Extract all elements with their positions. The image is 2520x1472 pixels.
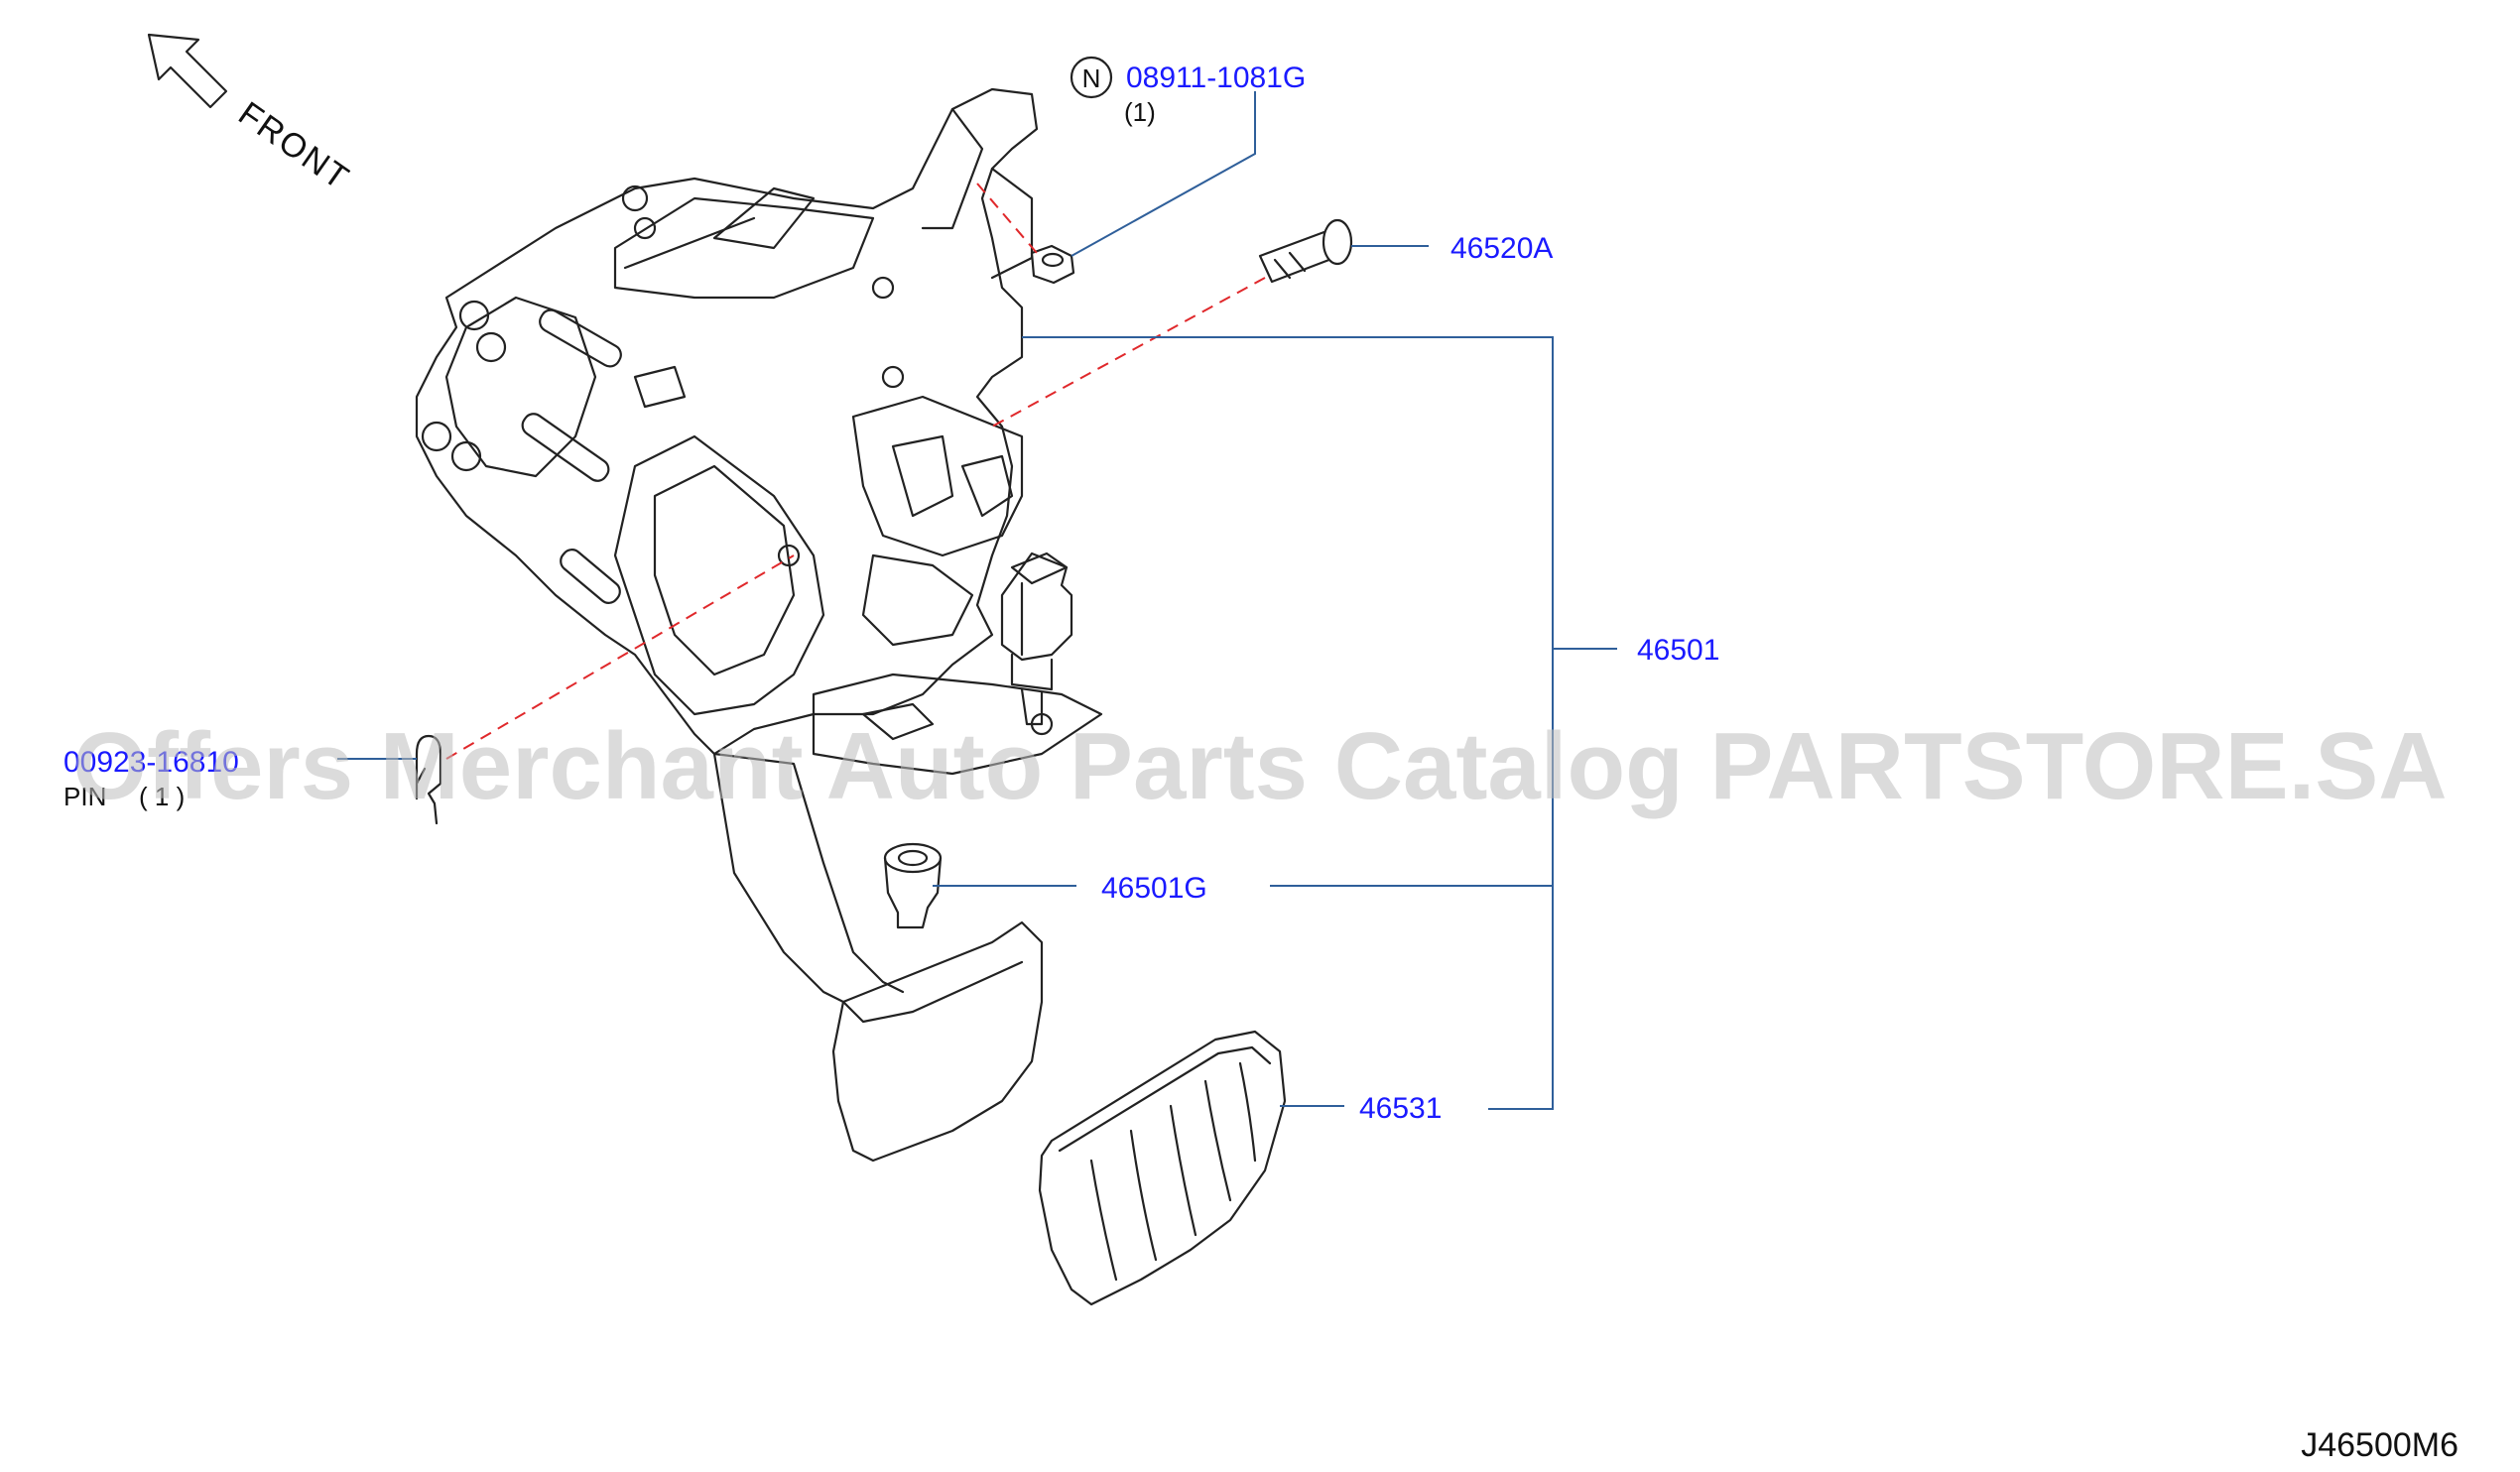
pedal-stopper-switch [1000, 552, 1073, 726]
callout-pin-qty: ( 1 ) [139, 782, 185, 811]
alignment-line-nut [976, 183, 1038, 254]
n-badge: N [1082, 63, 1101, 93]
callout-pin-name: PIN [63, 782, 106, 811]
nut-part [1030, 244, 1075, 285]
callout-bolt-part-number[interactable]: 46520A [1450, 232, 1553, 265]
callout-bushing-part-number[interactable]: 46501G [1101, 872, 1207, 905]
pedal-pad-part [1038, 1030, 1287, 1306]
callout-assembly-part-number[interactable]: 46501 [1637, 634, 1719, 667]
callout-nut-qty: (1) [1124, 97, 1156, 127]
front-label: FRONT [231, 94, 356, 197]
pin-clip-part [415, 734, 442, 825]
bolt-part [1258, 218, 1353, 284]
callout-nut-part-number[interactable]: 08911-1081G [1126, 61, 1306, 94]
watermark: Offers Merchant Auto Parts Catalog PARTS… [72, 713, 2447, 819]
leader-nut [1071, 91, 1256, 257]
pedal-arm [712, 752, 1044, 1163]
diagram-code: J46500M6 [2301, 1426, 2458, 1464]
n-badge-circle [1070, 56, 1113, 99]
pedal-bracket-assembly [415, 87, 1103, 776]
callout-pin-part-number[interactable]: 00923-16810 [63, 746, 239, 779]
alignment-line-pin [445, 554, 795, 760]
front-arrow-icon [147, 33, 228, 109]
leader-assembly-bracket [1022, 336, 1554, 1110]
callout-pad-part-number[interactable]: 46531 [1359, 1092, 1442, 1125]
bushing-part [883, 842, 943, 929]
alignment-line-bolt [991, 277, 1266, 428]
